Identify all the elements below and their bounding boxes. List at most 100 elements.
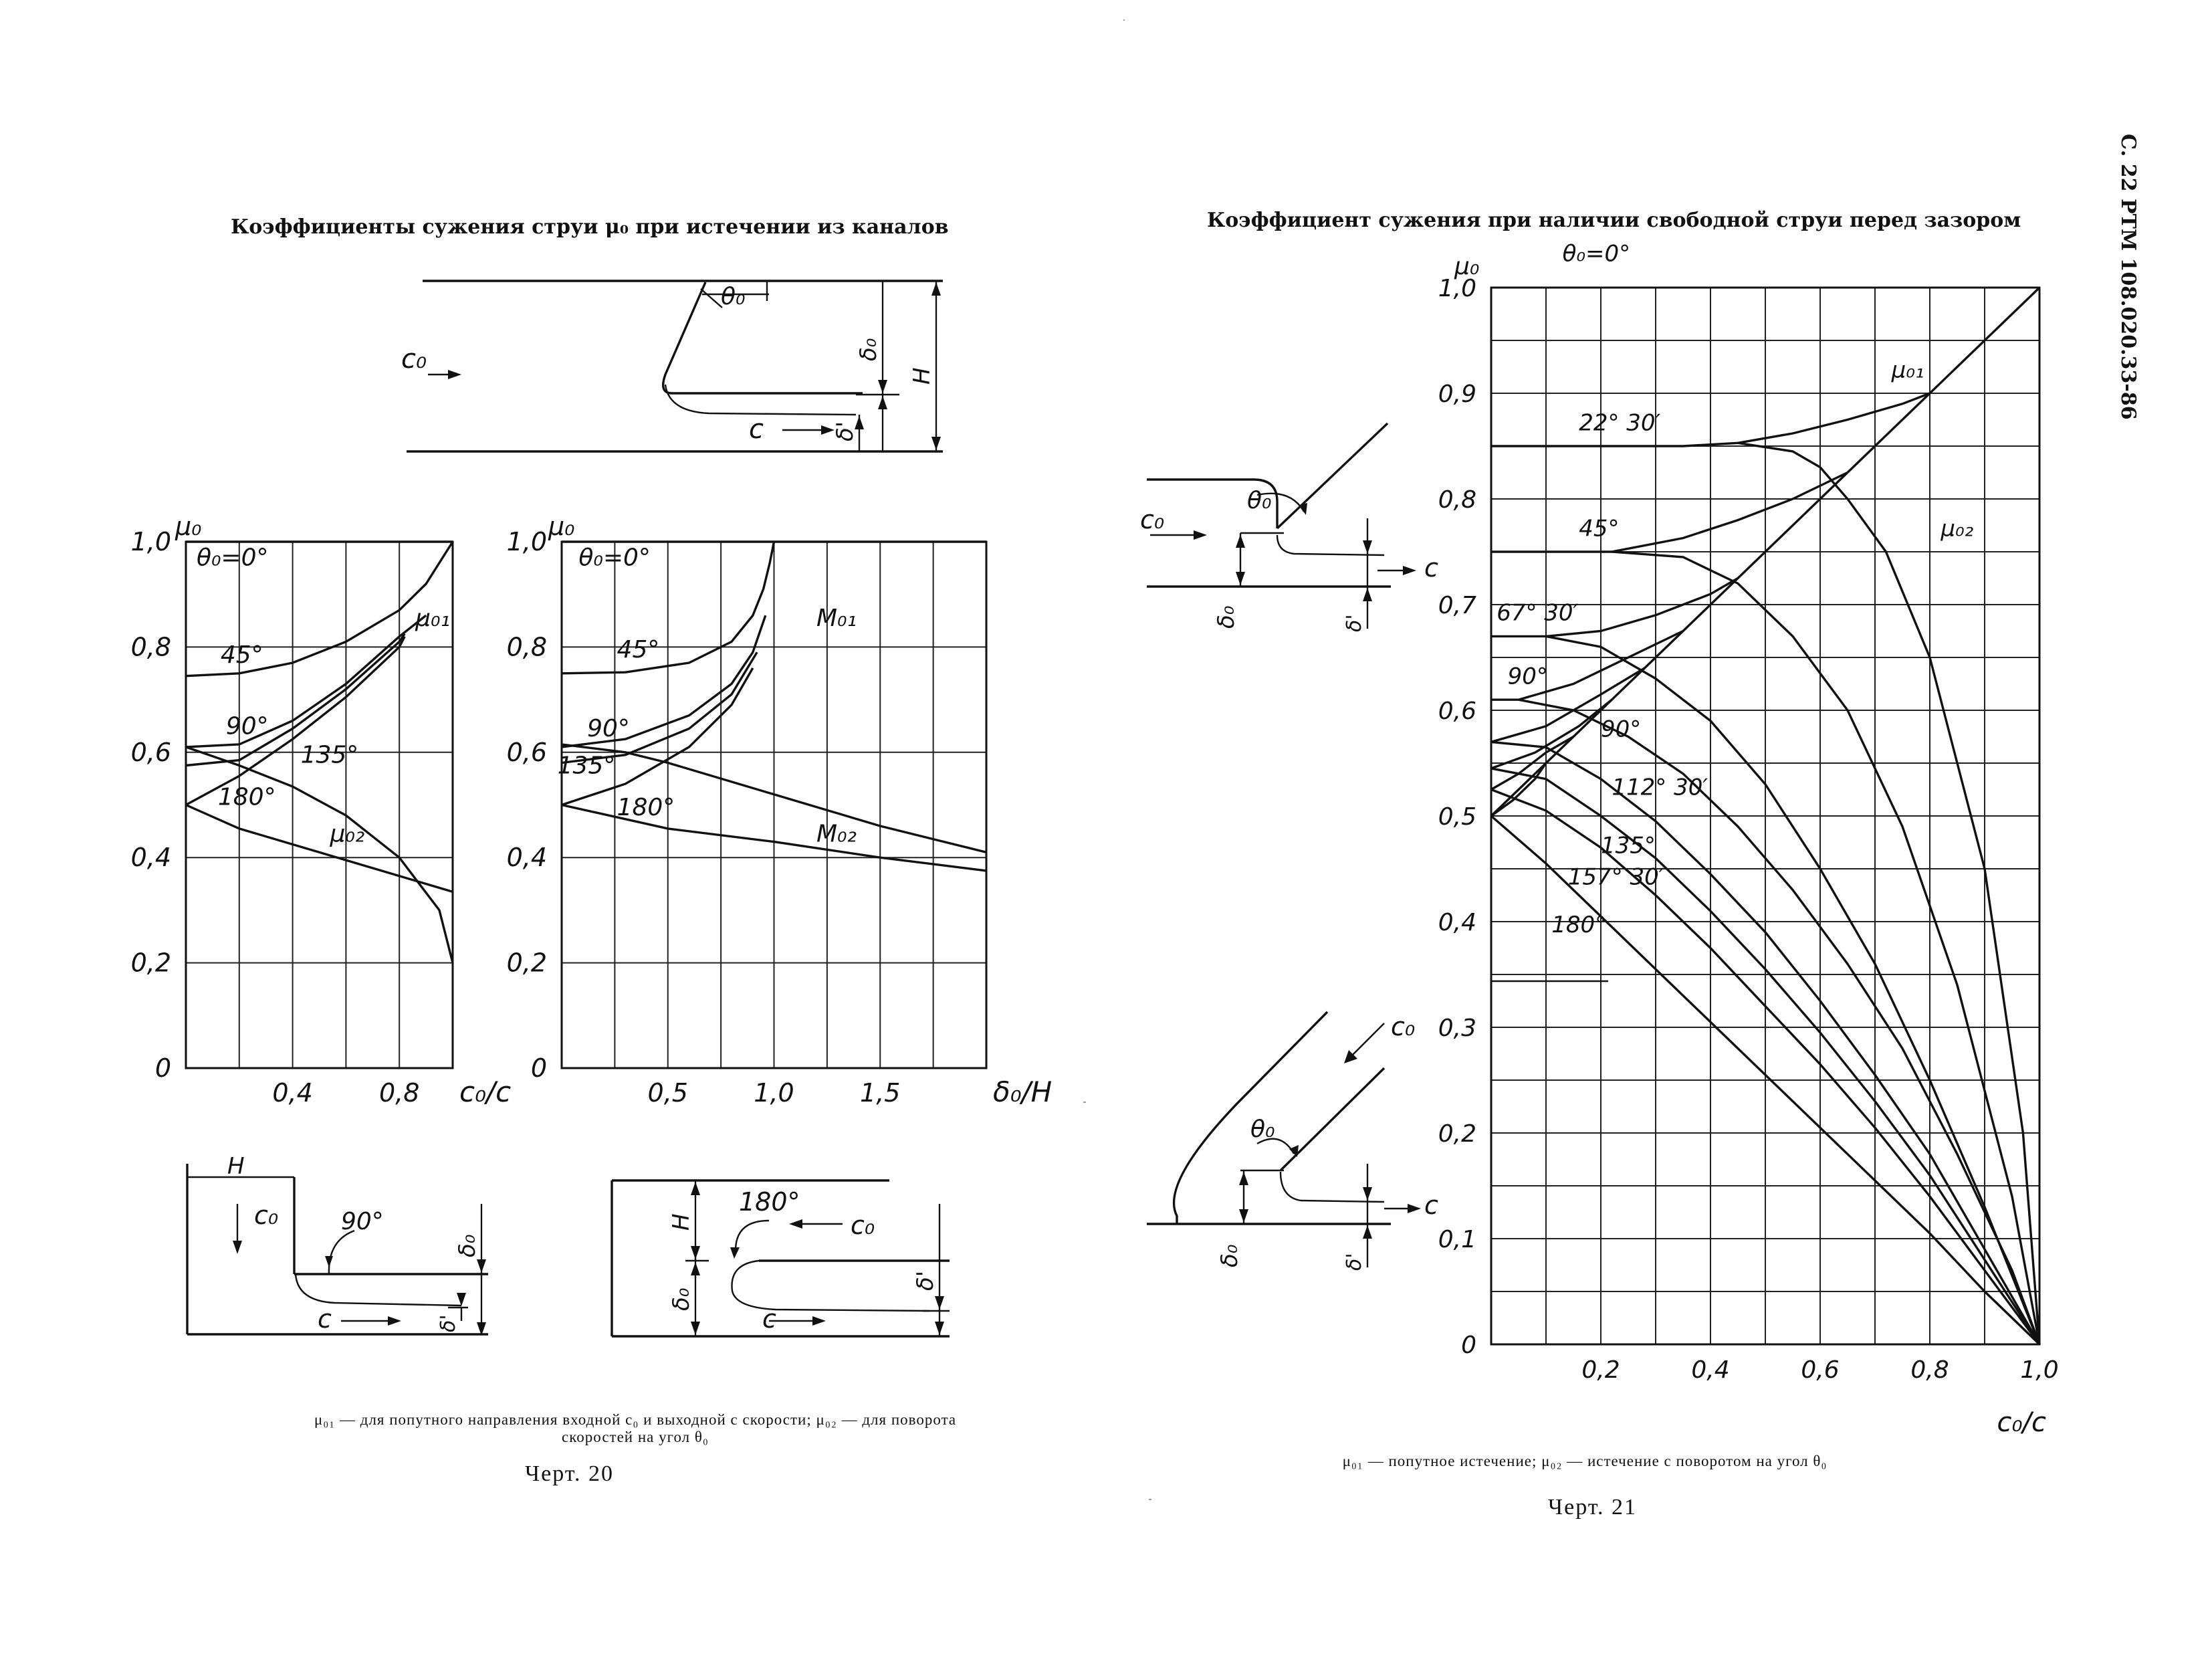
fig21-bottom-outlet: c [1424,1190,1438,1220]
series-line [185,541,454,678]
series-line [561,743,987,853]
fig20-bl-height: H [227,1153,245,1180]
series-line [1490,736,1574,791]
fig21-top-jet: δ' [1343,614,1366,632]
series-line [1491,629,1684,701]
fig21-bottom-jet: δ' [1343,1253,1366,1271]
x-tick-label: 0,4 [1691,1356,1729,1384]
x-tick-label: 0,2 [1581,1356,1620,1384]
series-line [1737,441,2041,1345]
y-tick-label: 0,2 [507,948,547,978]
fig21-top-inlet: c₀ [1140,505,1164,534]
annotation-label: 157° 30′ [1568,864,1664,891]
annotation-label: 135° [301,742,359,769]
fig20-bl-gap: δ₀ [454,1234,481,1257]
annotation-label: 180° [218,784,276,811]
y-tick-label: 1,0 [507,527,547,556]
figure20-caption: μ₀₁ — для попутного направления входной … [167,1411,1103,1446]
y-tick-label: 0,6 [1438,698,1476,725]
annotation-label: 180° [617,794,675,821]
y-tick-label: 0,4 [131,843,171,872]
y-tick-label: 0 [531,1053,547,1083]
series-line [561,667,754,807]
fig20-top-inlet: c₀ [401,344,427,375]
figure21-label: Черт. 21 [1548,1495,1638,1520]
x-tick-label: 0,4 [272,1078,312,1108]
series-line [1490,667,1646,744]
y-tick-label: 1,0 [131,527,171,556]
figure20-title: Коэффициенты сужения струи μ₀ при истече… [231,215,949,239]
figure21-caption: μ₀₁ — попутное истечение; μ₀₂ — истечени… [1342,1453,1828,1469]
y-tick-label: 0 [1461,1332,1476,1359]
annotation-label: 45° [617,636,660,663]
series-line [1491,392,1930,447]
annotation-label: 90° [226,712,269,740]
annotation-label: 45° [1579,515,1619,542]
annotation-label: 180° [1551,912,1606,938]
annotation-label: 112° 30′ [1612,774,1708,801]
y-axis-label: μ₀ [548,512,574,541]
fig20-br-gap: δ₀ [668,1287,695,1311]
y-tick-label: 0 [155,1053,171,1083]
x-axis-label: δ₀/H [993,1075,1052,1108]
series-line [185,746,454,964]
y-tick-label: 0,8 [507,632,547,661]
series-line [1518,698,2041,1345]
annotation-label: 67° 30′ [1497,600,1578,627]
series-line [1612,550,2041,1345]
fig20-br-outlet: c [762,1304,776,1334]
annotation-label: θ₀=0° [197,544,269,571]
fig21-bottom-gap: δ₀ [1216,1244,1243,1267]
fig20-br-jet: δ' [912,1271,939,1291]
series-line [1491,577,1739,638]
figure21-title: Коэффициент сужения при наличии свободно… [1207,209,2021,232]
y-tick-label: 0,1 [1438,1226,1476,1253]
x-axis-label: c₀/c [1997,1407,2047,1438]
fig21-top-angle: θ₀ [1247,487,1271,514]
fig21-top-gap: δ₀ [1213,605,1240,629]
y-tick-label: 0,6 [507,738,547,767]
annotation-label: 45° [221,641,263,669]
y-tick-label: 0,4 [1438,909,1476,936]
series-line [561,651,758,764]
fig21-bottom-angle: θ₀ [1250,1116,1275,1143]
y-tick-label: 0,7 [1438,592,1476,619]
annotation-label: θ₀=0° [1563,241,1631,268]
y-tick-label: 0,4 [507,843,547,872]
y-axis-label: μ₀ [175,512,201,541]
x-tick-label: 1,0 [2020,1356,2058,1384]
fig20-top-angle: θ₀ [721,283,745,310]
fig21-bottom-inlet: c₀ [1391,1012,1415,1041]
annotation-label: 90° [1601,716,1641,743]
annotation-label: μ₀₂ [1940,515,1973,542]
series-line [1490,698,1613,770]
y-tick-label: 0,2 [1438,1120,1476,1148]
y-tick-label: 0,6 [131,738,171,767]
y-tick-label: 0,8 [1438,486,1476,514]
y-tick-label: 1,0 [1438,275,1476,302]
annotation-label: 90° [587,715,630,742]
x-tick-label: 0,5 [648,1078,688,1108]
fig20-top-height: H [909,367,935,385]
fig20-top-jet: δ' [832,421,859,441]
series-line [185,614,427,748]
fig20-br-height: H [668,1213,695,1231]
annotation-label: 22° 30′ [1579,409,1660,436]
series-line [185,635,406,806]
annotation-label: 90° [1508,663,1548,690]
series-line [1491,471,1848,553]
fig21-top-outlet: c [1424,553,1438,583]
annotation-label: 135° [558,752,616,779]
x-tick-label: 0,6 [1801,1356,1839,1384]
annotation-label: θ₀=0° [578,544,651,571]
annotation-label: M₀₁ [816,605,857,632]
figure20-label: Черт. 20 [525,1461,615,1486]
y-tick-label: 0,9 [1438,381,1476,408]
y-tick-label: 0,5 [1438,803,1476,831]
